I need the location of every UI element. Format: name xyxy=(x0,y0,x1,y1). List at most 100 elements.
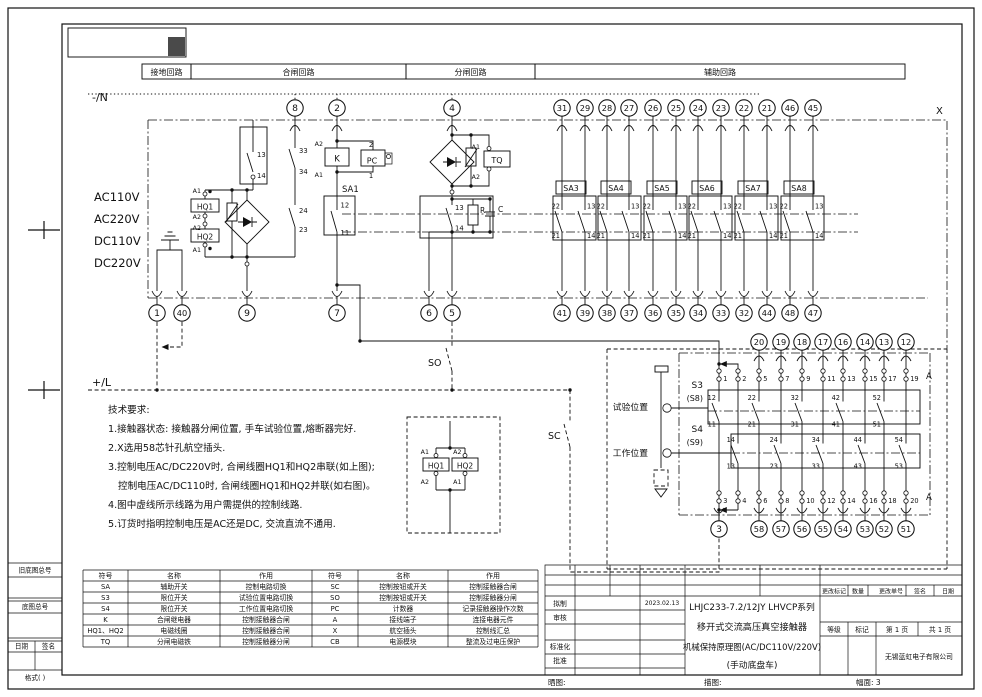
plug-pin xyxy=(756,498,762,504)
travel-contact-bottom-label: 41 xyxy=(832,421,840,429)
label-a-top: A xyxy=(926,372,932,382)
junction-dot xyxy=(469,133,473,137)
terminal-number-35: 35 xyxy=(671,308,681,318)
pin-number: 2 xyxy=(742,375,746,383)
terminal-number-1: 1 xyxy=(154,308,160,319)
page-border xyxy=(7,7,975,690)
roller-test-position xyxy=(662,403,672,413)
terminal-number-58: 58 xyxy=(754,524,764,534)
legend-cell: 控制接触器合闸 xyxy=(242,626,290,635)
label-tech-4: 控制电压AC/DC110时, 合闸线圈HQ1和HQ2并联(如右图)。 xyxy=(118,480,376,492)
plug-pin xyxy=(716,376,722,382)
travel-contact-top-label: 52 xyxy=(873,394,881,402)
label-tb-role-4: 批准 xyxy=(553,656,567,665)
terminal-node xyxy=(462,453,468,458)
aux-contact-wire xyxy=(759,131,768,291)
aux-contact-bottom-label: 14 xyxy=(678,232,686,240)
terminal-21 xyxy=(758,99,776,117)
terminal-node xyxy=(202,242,208,248)
mechanism-flag xyxy=(654,365,669,373)
right-column-wire xyxy=(711,373,720,499)
terminal-number-21: 21 xyxy=(762,103,772,113)
legend-cell: SA xyxy=(101,583,110,591)
polarity-arrow xyxy=(719,507,727,513)
terminal-6 xyxy=(420,304,438,322)
terminal-number-9: 9 xyxy=(244,308,250,319)
legend-cell: 辅助开关 xyxy=(160,582,187,591)
s4-switch-box xyxy=(730,433,921,469)
aux-contact-box xyxy=(643,195,688,241)
pin-number: 11 xyxy=(827,375,835,383)
terminal-number-5: 5 xyxy=(449,308,455,319)
plug-connector-arc xyxy=(176,290,188,297)
label-k-a2: A2 xyxy=(315,141,323,148)
aux-contact-bottom-label: 21 xyxy=(597,232,605,240)
hq2-parallel-box xyxy=(451,457,479,472)
travel-contact-bottom-label: 21 xyxy=(748,421,756,429)
terminal-number-4: 4 xyxy=(449,103,455,114)
pin-number: 4 xyxy=(742,497,746,505)
terminal-number-39: 39 xyxy=(580,308,590,318)
junction-dot xyxy=(488,230,492,234)
plug-pin xyxy=(799,368,805,374)
label-pc-1: 1 xyxy=(369,172,373,180)
terminal-1 xyxy=(148,304,166,322)
travel-contact-top-label: 44 xyxy=(854,436,862,444)
terminal-number-7: 7 xyxy=(334,308,340,319)
aux-contact-bottom-label: 21 xyxy=(688,232,696,240)
user-control-wiring-dashed xyxy=(88,322,948,573)
top-left-stamp xyxy=(168,37,185,56)
plug-connector-arc xyxy=(670,290,682,297)
header-label: 辅助回路 xyxy=(704,67,736,77)
junction-dot xyxy=(469,184,473,188)
label-pc-name: PC xyxy=(367,157,378,166)
terminal-number-44: 44 xyxy=(762,308,772,318)
junction-dot xyxy=(448,488,452,492)
terminal-32 xyxy=(735,304,753,322)
interlock-dashed-box xyxy=(653,469,669,487)
terminal-number-25: 25 xyxy=(671,103,681,113)
legend-cell: 整流及过电压保护 xyxy=(466,637,521,646)
plug-connector-arc xyxy=(601,290,613,297)
label-tq-a1: A1 xyxy=(472,144,480,151)
aux-contact-top-label: 22 xyxy=(734,203,742,211)
terminal-41 xyxy=(553,304,571,322)
label-hqp-hq2: HQ2 xyxy=(457,462,474,471)
label-tech-0: 技术要求: xyxy=(108,404,150,416)
terminal-2 xyxy=(328,99,346,117)
label-hq2-a2: A2 xyxy=(193,225,201,232)
rc-snubber-box xyxy=(419,195,494,239)
pin-number: 19 xyxy=(910,375,918,383)
pin-number: 9 xyxy=(806,375,810,383)
travel-contact-top-label: 42 xyxy=(832,394,840,402)
label-tb-title-2: 移开式交流高压真空接触器 xyxy=(697,621,807,633)
plug-connector-arc xyxy=(446,290,458,297)
plug-pin xyxy=(903,376,909,382)
polarity-arrow xyxy=(719,361,727,367)
plug-connector-arc xyxy=(241,290,253,297)
label-mg-format: 格式( ) xyxy=(25,673,45,682)
junction-dot xyxy=(230,188,234,192)
travel-contact-bottom-label: 53 xyxy=(895,463,903,471)
legend-cell: 记录接触器操作次数 xyxy=(462,604,523,613)
travel-contact-bottom-label: 31 xyxy=(791,421,799,429)
plug-pin xyxy=(862,376,868,382)
tq-coil-box xyxy=(483,150,511,168)
legend-cell: 控制按钮或开关 xyxy=(379,582,427,591)
travel-contact-bottom-label: 23 xyxy=(770,463,778,471)
terminal-number-13: 13 xyxy=(879,337,889,347)
terminal-number-24: 24 xyxy=(693,103,703,113)
right-column-wire xyxy=(794,361,803,508)
legend-cell: SO xyxy=(330,594,340,602)
plug-pin xyxy=(840,376,846,382)
label-volt-3: DC110V xyxy=(94,234,141,248)
label-tb-rev-h3: 更改单号 xyxy=(879,588,903,596)
plug-pin xyxy=(862,498,868,504)
label-c13a: 13 xyxy=(257,151,266,159)
neutral-bus-dotted xyxy=(88,93,760,100)
terminal-3 xyxy=(710,520,728,538)
plug-pin xyxy=(820,498,826,504)
label-hq1-name: HQ1 xyxy=(197,203,214,212)
label-tech-3: 3.控制电压AC/DC220V时, 合闸线圈HQ1和HQ2串联(如上图); xyxy=(108,461,375,473)
